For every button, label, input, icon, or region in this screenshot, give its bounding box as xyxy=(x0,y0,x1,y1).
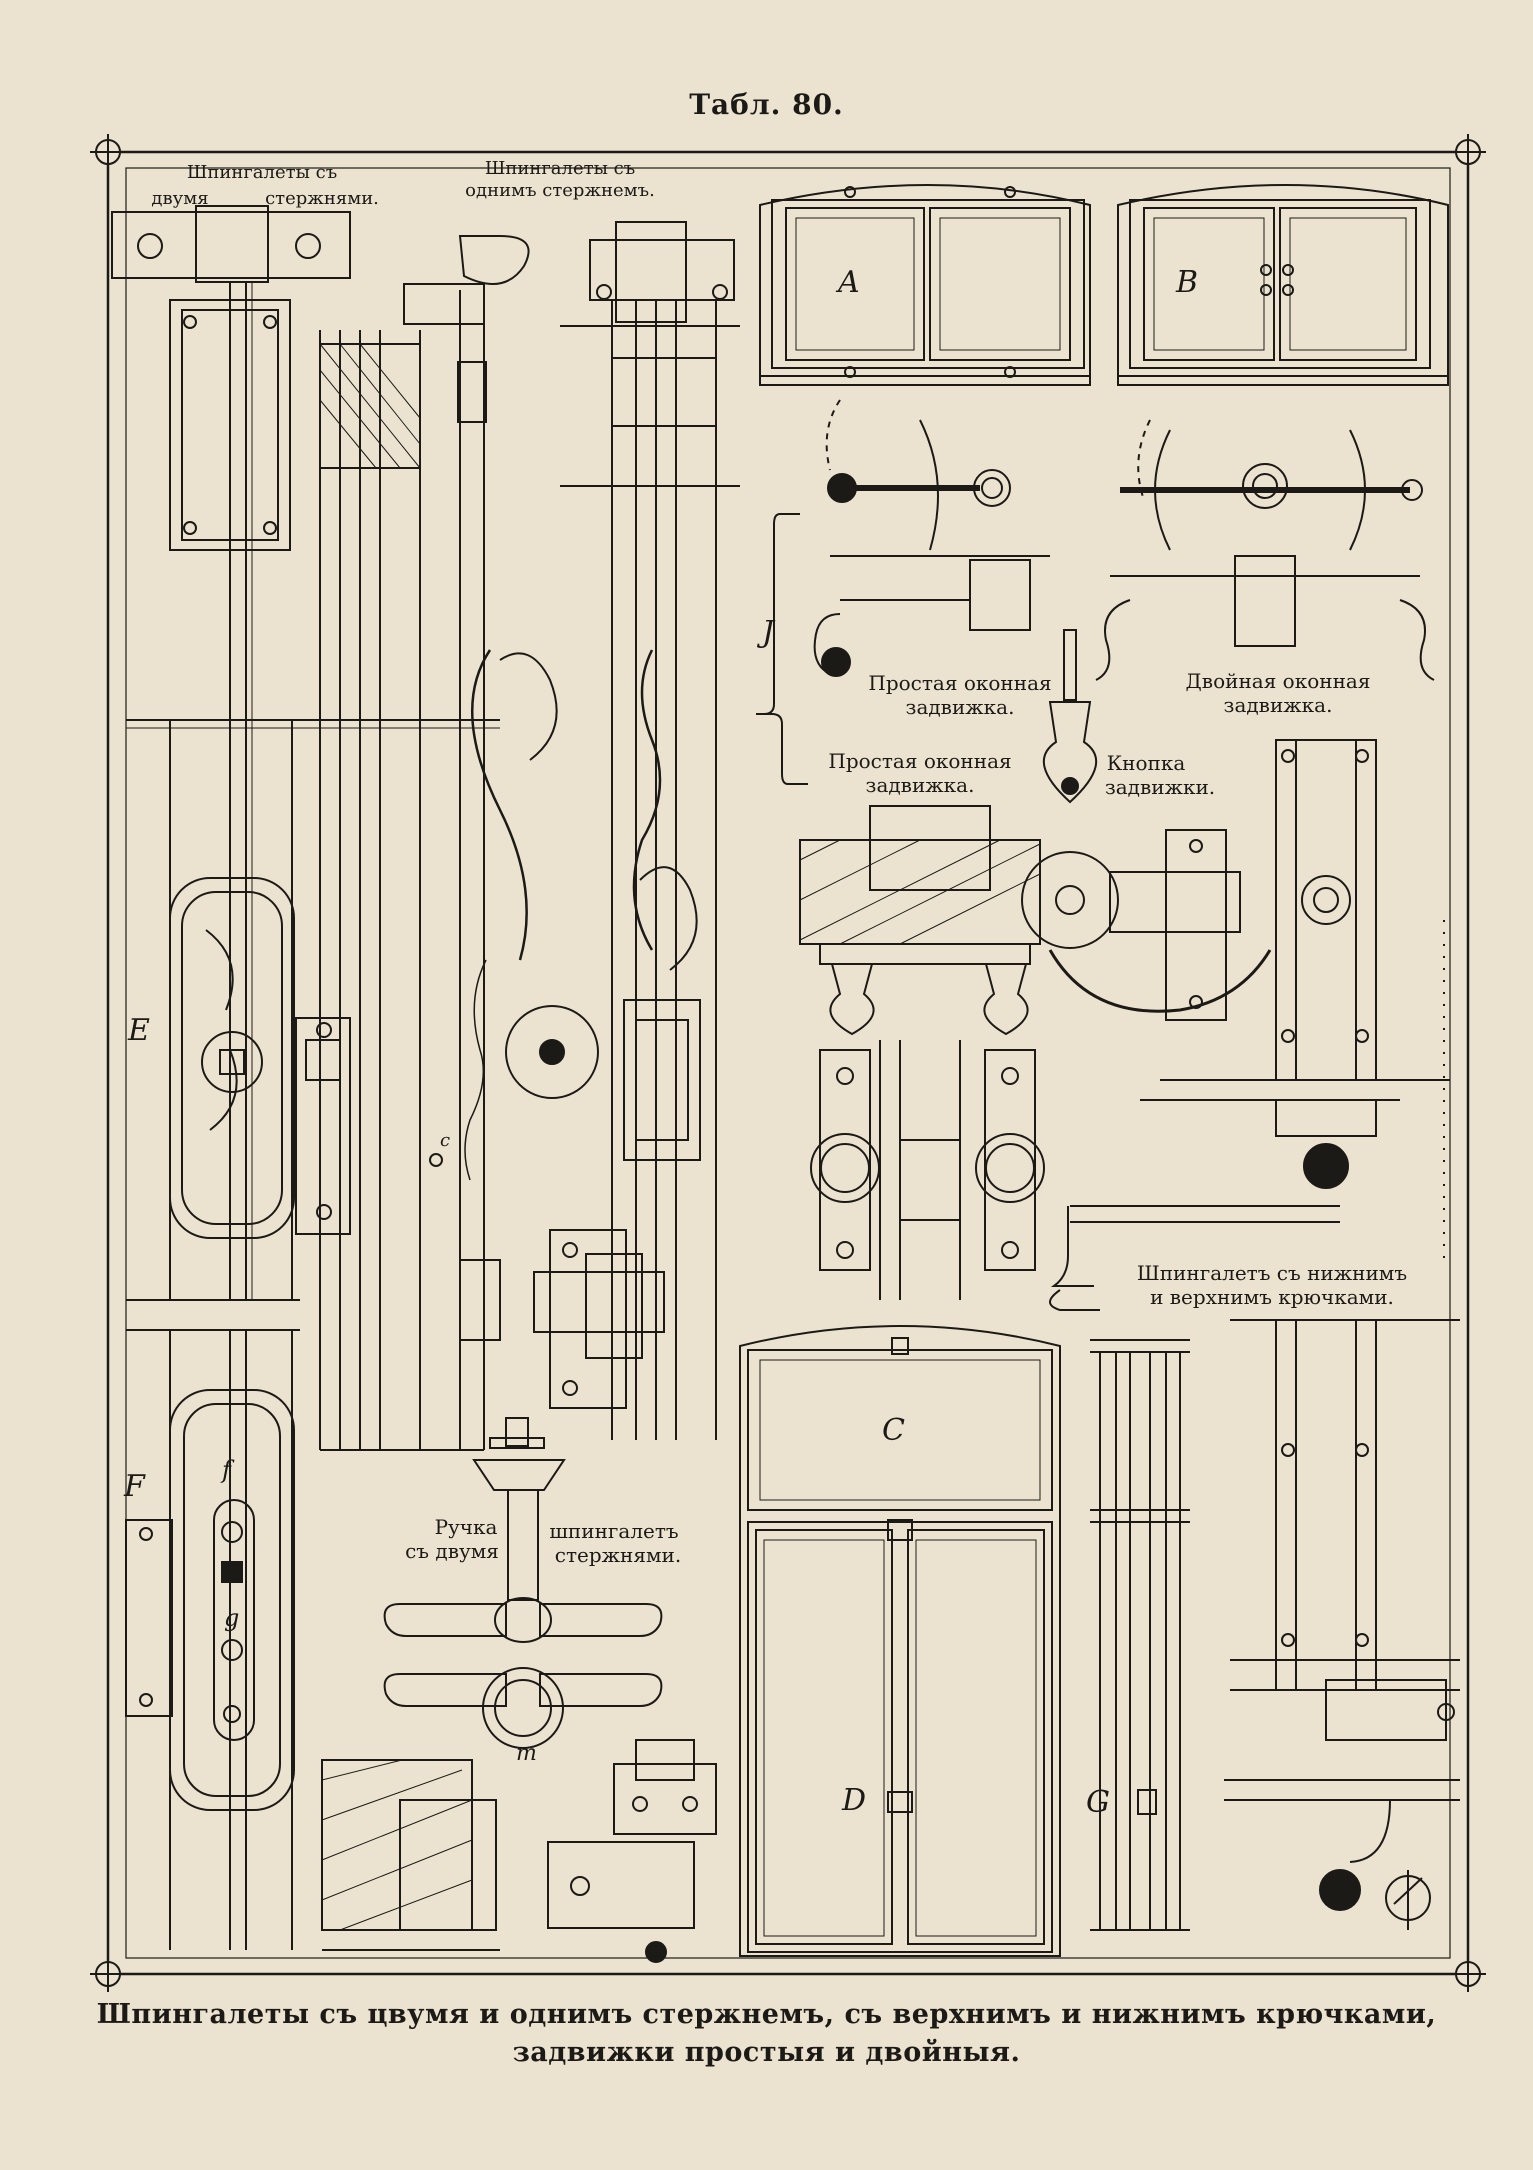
plate-title: Табл. 80. xyxy=(689,88,844,121)
label-double-latch-line1: Двойная оконная xyxy=(1186,669,1371,693)
latch-section-drawing xyxy=(799,805,1272,1036)
figure-letter-g: g xyxy=(224,1604,239,1632)
label-simple-latch-b-line2: задвижка. xyxy=(866,773,975,797)
handle-two-rods-drawing xyxy=(383,1417,663,1749)
hook-espagnolette-drawing xyxy=(1049,739,1460,1911)
label-knob-line2: задвижки. xyxy=(1105,775,1215,799)
frame-section-G-drawing xyxy=(1090,1339,1190,1931)
label-hooks-line2: и верхнимъ крючками. xyxy=(1150,1285,1394,1309)
figure-letter-E: E xyxy=(127,1013,150,1048)
label-simple-latch-b-line1: Простая оконная xyxy=(828,749,1011,773)
label-two-rods-line3: стержнями. xyxy=(265,188,379,209)
caption-line-2: задвижки простыя и двойныя. xyxy=(512,2037,1021,2068)
label-knob-line1: Кнопка xyxy=(1107,751,1186,775)
figure-letter-B: B xyxy=(1175,265,1198,300)
figure-letter-f: f xyxy=(220,1456,235,1484)
figure-letter-F: F xyxy=(123,1469,146,1504)
simple-latch-drawing xyxy=(813,399,1050,677)
figure-letter-G: G xyxy=(1086,1785,1110,1820)
label-handle-line4: стержнями. xyxy=(555,1543,682,1567)
hinge-pair-drawing xyxy=(810,1040,1045,1300)
figure-letter-D: D xyxy=(841,1783,866,1818)
plate-frame xyxy=(90,134,1486,1992)
label-one-rod-line1: Шпингалеты съ xyxy=(485,158,635,179)
label-handle-line2: съ двумя xyxy=(405,1539,499,1563)
bottom-sections-drawing xyxy=(321,1739,717,1963)
plate-caption: Шпингалеты съ цвумя и однимъ стержнемъ, … xyxy=(0,1996,1533,2072)
window-B-drawing xyxy=(1117,184,1449,386)
figure-letter-A: A xyxy=(835,265,860,300)
figure-letter-m: m xyxy=(516,1741,537,1766)
one-rod-espagnolette-drawing xyxy=(319,235,599,1451)
two-rod-espagnolette-drawing xyxy=(111,205,500,1950)
window-C-D-drawing xyxy=(739,1325,1061,1957)
label-two-rods-line2: двумя xyxy=(151,188,208,209)
label-handle-line3: шпингалетъ xyxy=(549,1519,678,1543)
label-one-rod-line2: однимъ стержнемъ. xyxy=(465,180,655,201)
figure-letter-C: C xyxy=(882,1413,905,1448)
label-simple-latch-line2: задвижка. xyxy=(906,695,1015,719)
latch-knob-drawing xyxy=(1042,629,1098,804)
rod-with-handle-drawing xyxy=(533,221,740,1440)
caption-line-1: Шпингалеты съ цвумя и однимъ стержнемъ, … xyxy=(96,1999,1437,2030)
figure-letter-c: c xyxy=(440,1130,450,1151)
bracket-J xyxy=(756,513,808,785)
double-latch-drawing xyxy=(1095,419,1435,681)
figure-letter-J: J xyxy=(756,615,776,650)
label-two-rods-line1: Шпингалеты съ xyxy=(187,162,337,183)
label-simple-latch-line1: Простая оконная xyxy=(868,671,1051,695)
window-A-drawing xyxy=(759,184,1091,386)
label-double-latch-line2: задвижка. xyxy=(1224,693,1333,717)
engraver-monogram xyxy=(1385,1870,1431,1930)
label-hooks-line1: Шпингалетъ съ нижнимъ xyxy=(1137,1261,1407,1285)
label-handle-line1: Ручка xyxy=(435,1515,498,1539)
